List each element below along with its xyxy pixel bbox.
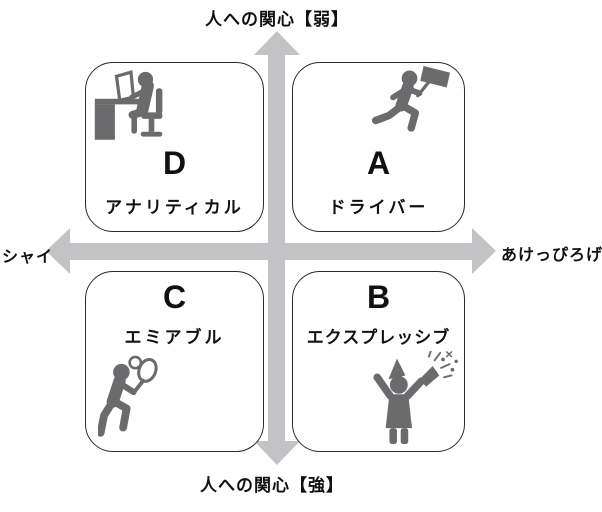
axis-label-top: 人への関心【弱】 [205,10,349,29]
quadrant-letter: D [162,145,187,181]
quadrant-label: エミアブル [124,328,225,347]
axis-label-right: あけっぴろげ [501,247,602,264]
horizontal-axis-line [66,243,476,260]
quadrant-driver: A ドライバー [292,62,465,232]
quadrant-analytical: D アナリティカル [85,62,264,232]
runner-with-flag-icon [365,66,459,142]
quadrant-letter: C [162,279,187,315]
arrowhead-right-icon [472,228,496,274]
quadrant-letter: B [366,279,391,315]
celebrating-person-icon [348,351,460,445]
arrowhead-up-icon [254,31,300,55]
desk-worker-icon [94,69,176,143]
quadrant-label: ドライバー [328,198,429,217]
arrowhead-down-icon [254,441,300,465]
tennis-player-icon [98,355,176,443]
quadrant-letter: A [366,145,391,181]
quadrant-expressive: B エクスプレッシブ [292,271,465,452]
quadrant-label: エクスプレッシブ [306,328,451,347]
quadrant-label: アナリティカル [105,198,244,217]
axis-label-left: シャイ [2,249,54,266]
axis-label-bottom: 人への関心【強】 [200,476,344,495]
arrowhead-left-icon [46,228,70,274]
quadrant-amiable: C エミアブル [85,271,264,452]
